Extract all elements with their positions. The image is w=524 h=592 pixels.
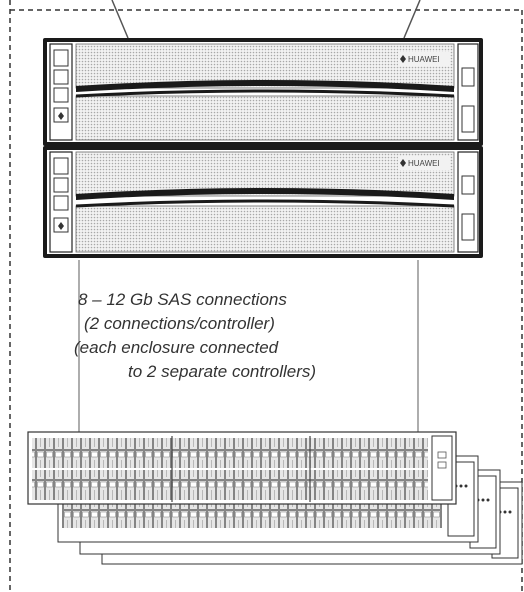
caption-line-2: (2 connections/controller) — [84, 314, 275, 333]
caption-line-1: 8 – 12 Gb SAS connections — [78, 290, 287, 309]
caption-line-3: (each enclosure connected — [74, 338, 279, 357]
dashed-boundary — [9, 0, 523, 592]
incoming-link-left — [111, 0, 129, 39]
disk-enclosure-1 — [27, 431, 457, 505]
huawei-logo-icon — [400, 55, 406, 63]
sas-caption: 8 – 12 Gb SAS connections (2 connections… — [60, 288, 460, 384]
lower-mesh-panel — [75, 205, 455, 253]
huawei-logo-icon — [400, 159, 406, 167]
caption-line-4: to 2 separate controllers) — [128, 362, 317, 381]
controller-1-brand: HUAWEI — [408, 55, 440, 64]
controller-2: HUAWEI — [43, 146, 483, 258]
incoming-link-right — [403, 0, 421, 39]
controller-2-brand: HUAWEI — [408, 159, 440, 168]
lower-mesh-panel — [75, 95, 455, 141]
controller-1: HUAWEI — [43, 38, 483, 146]
